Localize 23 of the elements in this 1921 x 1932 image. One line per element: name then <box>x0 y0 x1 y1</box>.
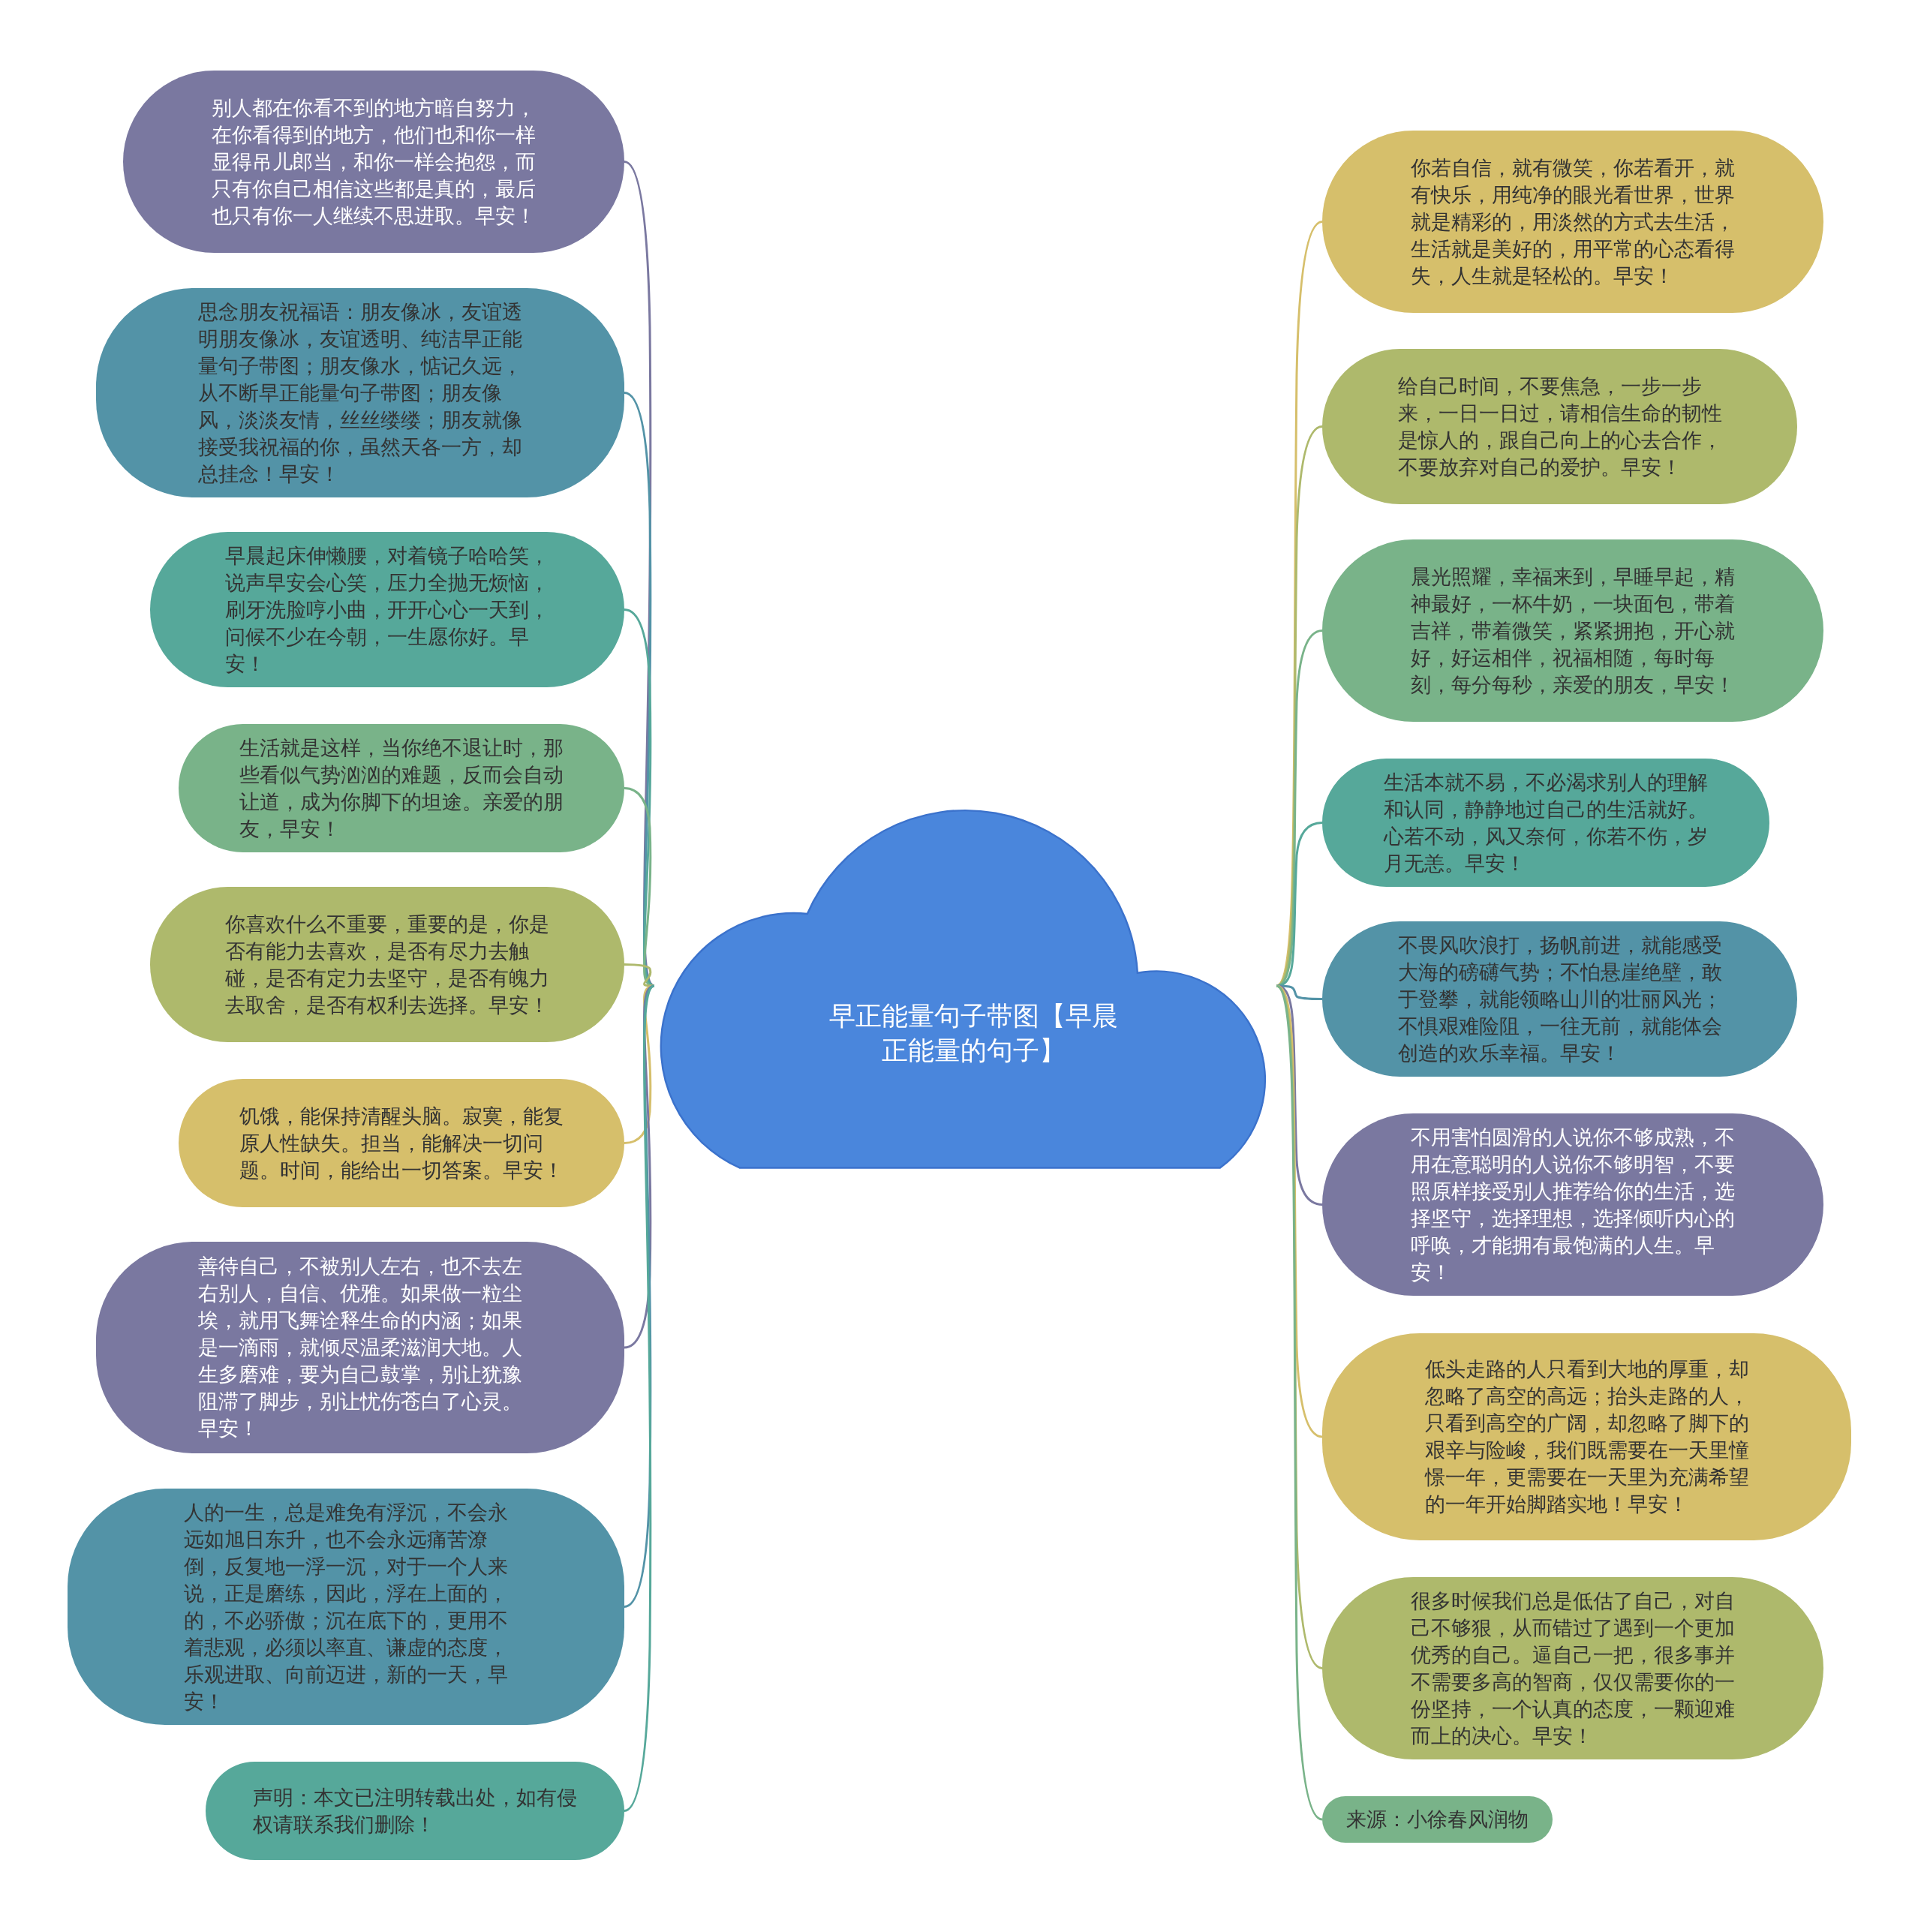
topic-text: 善待自己，不被别人左右，也不去左右别人，自信、优雅。如果做一粒尘埃，就用飞舞诠释生命的内涵；如果是一滴雨，就倾尽温柔滋润大地。人生多磨难，要为自己鼓掌，别让犹豫阻滞了脚步，别让忧伤苍白了心灵。早安！ <box>198 1254 522 1441</box>
central-topic-text: 早正能量句子带图【早晨正能量的句子】 <box>828 999 1119 1067</box>
connector-line <box>1275 985 1323 1821</box>
topic-text: 早晨起床伸懒腰，对着镜子哈哈笑，说声早安会心笑，压力全抛无烦恼，刷牙洗脸哼小曲，开开心心一天到，问候不少在今朝，一生愿你好。早安！ <box>225 542 549 677</box>
topic-text: 声明：本文已注明转载出处，如有侵权请联系我们删除！ <box>253 1784 577 1837</box>
topic-text: 别人都在你看不到的地方暗自努力，在你看得到的地方，他们也和你一样显得吊儿郎当，和你一样会抱怨，而只有你自己相信这些都是真的，最后也只有你一人继续不思进取。早安！ <box>212 95 536 229</box>
topic-text: 你若自信，就有微笑，你若看开，就有快乐，用纯净的眼光看世界，世界就是精彩的，用淡然的方式去生活，生活就是美好的，用平常的心态看得失，人生就是轻松的。早安！ <box>1411 155 1735 289</box>
connector-line <box>624 963 655 987</box>
topic-text: 你喜欢什么不重要，重要的是，你是否有能力去喜欢，是否有尽力去触碰，是否有定力去坚守，是否有魄力去取舍，是否有权利去选择。早安！ <box>225 911 549 1018</box>
topic-text: 低头走路的人只看到大地的厚重，却忽略了高空的高远；抬头走路的人，只看到高空的广阔，却忽略了脚下的艰辛与险峻，我们既需要在一天里憧憬一年，更需要在一天里为充满希望的一年开始脚踏实地！早安！ <box>1424 1357 1749 1517</box>
topic-text: 不畏风吹浪打，扬帆前进，就能感受大海的磅礴气势；不怕悬崖绝壁，敢于登攀，就能领略山川的壮丽风光；不惧艰难险阻，一往无前，就能体会创造的欢乐幸福。早安！ <box>1397 932 1722 1066</box>
topic-text: 给自己时间，不要焦急，一步一步来，一日一日过，请相信生命的韧性是惊人的，跟自己向上的心去合作，不要放弃对自己的爱护。早安！ <box>1397 373 1722 480</box>
topic-text: 很多时候我们总是低估了自己，对自己不够狠，从而错过了遇到一个更加优秀的自己。逼自己一把，很多事并不需要多高的智商，仅仅需要你的一份坚持，一个认真的态度，一颗迎难而上的决心。早安！ <box>1411 1588 1735 1749</box>
connector-line <box>624 985 656 1812</box>
topic-text: 思念朋友祝福语：朋友像冰，友谊透明朋友像冰，友谊透明、纯洁早正能量句子带图；朋友像水，惦记久远，从不断早正能量句子带图；朋友像风，淡淡友情，丝丝缕缕；朋友就像接受我祝福的你，虽然天各一方，却总挂念！早安！ <box>198 299 522 487</box>
topic-text: 饥饿，能保持清醒头脑。寂寞，能复原人性缺失。担当，能解决一切问题。时间，能给出一切答案。早安！ <box>239 1103 564 1183</box>
topic-text: 来源：小徐春风润物 <box>1346 1807 1529 1832</box>
topic-text: 不用害怕圆滑的人说你不够成熟，不用在意聪明的人说你不够明智，不要照原样接受别人推荐给你的生活，选择坚守，选择理想，选择倾听内心的呼唤，才能拥有最饱满的人生。早安！ <box>1411 1124 1735 1285</box>
topic-text: 晨光照耀，幸福来到，早睡早起，精神最好，一杯牛奶，一块面包，带着吉祥，带着微笑，紧紧拥抱，开心就好，好运相伴，祝福相随，每时每刻，每分每秒，亲爱的朋友，早安！ <box>1411 563 1735 698</box>
topic-text: 生活就是这样，当你绝不退让时，那些看似气势汹汹的难题，反而会自动让道，成为你脚下的坦途。亲爱的朋友，早安！ <box>239 735 564 842</box>
topic-text: 生活本就不易，不必渴求别人的理解和认同，静静地过自己的生活就好。心若不动，风又奈何，你若不伤，岁月无恙。早安！ <box>1384 769 1708 876</box>
connector-line <box>1276 822 1323 987</box>
topic-text: 人的一生，总是难免有浮沉，不会永远如旭日东升，也不会永远痛苦潦倒，反复地一浮一沉，对于一个人来说，正是磨练，因此，浮在上面的，的，不必骄傲；沉在底下的，更用不着悲观，必须以率直、谦虚的态度，乐观进取、向前迈进，新的一天，早安！ <box>184 1499 508 1714</box>
